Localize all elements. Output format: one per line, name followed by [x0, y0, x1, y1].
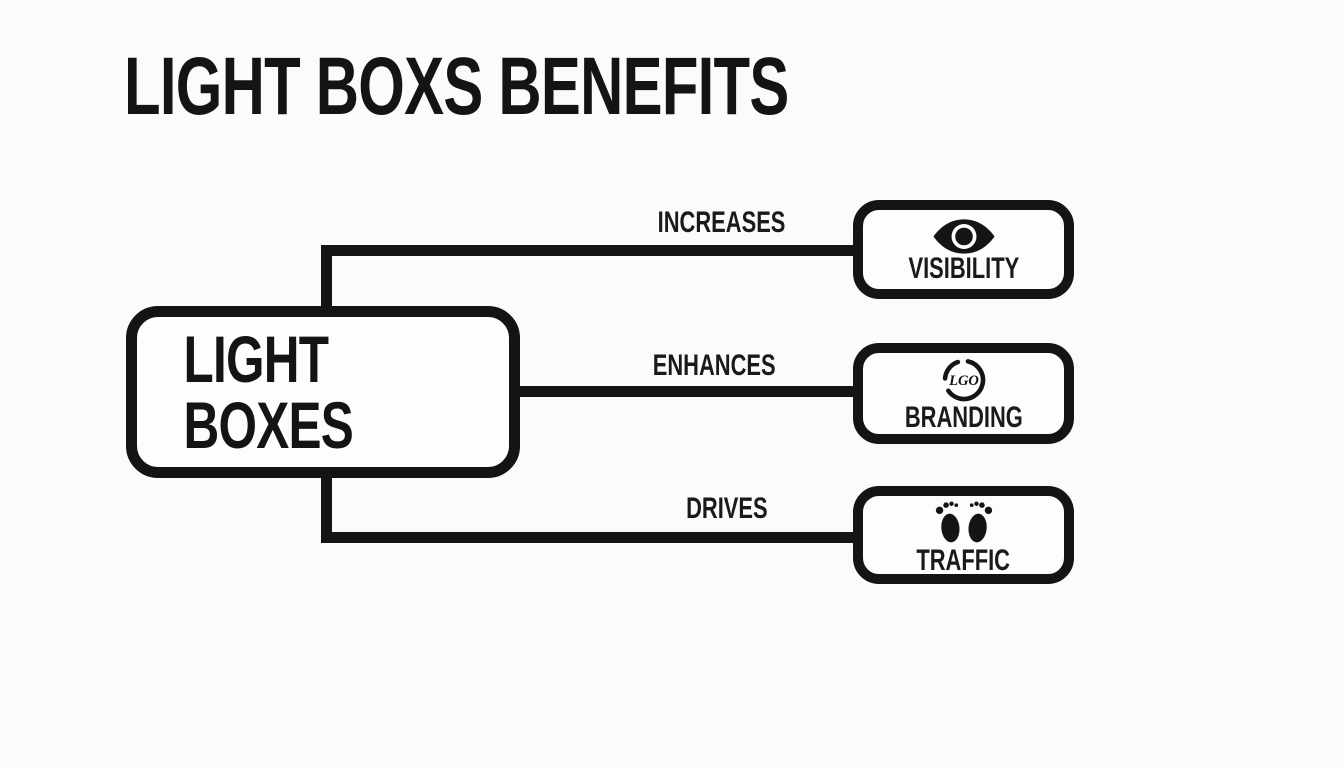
connector-traffic-vertical [321, 470, 332, 538]
page-title: LIGHT BOXS BENEFITS [124, 46, 1034, 128]
page-title-text: LIGHT BOXS BENEFITS [124, 41, 789, 132]
connector-visibility-vertical [321, 245, 332, 308]
connector-label-increases-text: INCREASES [658, 206, 786, 239]
benefit-label-visibility: VISIBILITY [888, 251, 1040, 285]
benefit-node-traffic: TRAFFIC [853, 486, 1074, 584]
logo-circle-icon: LGO [940, 356, 988, 404]
benefit-node-visibility: VISIBILITY [853, 200, 1074, 299]
connector-label-enhances-text: ENHANCES [652, 349, 776, 382]
connector-label-drives-text: DRIVES [686, 492, 768, 525]
eye-icon [930, 218, 998, 255]
connector-visibility-horizontal [321, 245, 853, 256]
connector-traffic-horizontal [321, 532, 853, 543]
logo-icon-text: LGO [948, 373, 979, 389]
benefit-label-branding: BRANDING [883, 401, 1045, 434]
source-node-light-boxes: LIGHT BOXES [126, 306, 520, 478]
connector-label-increases: INCREASES [622, 206, 822, 239]
benefit-label-traffic: TRAFFIC [899, 543, 1027, 577]
footprints-icon [934, 497, 994, 547]
connector-branding-horizontal [508, 386, 853, 397]
benefit-label-visibility-text: VISIBILITY [908, 251, 1019, 285]
connector-label-enhances: ENHANCES [614, 349, 814, 382]
benefit-node-branding: LGO BRANDING [853, 343, 1074, 444]
connector-label-drives: DRIVES [627, 492, 827, 525]
source-node-label: LIGHT BOXES [183, 322, 354, 462]
benefit-label-branding-text: BRANDING [904, 401, 1023, 434]
benefit-label-traffic-text: TRAFFIC [916, 543, 1011, 577]
